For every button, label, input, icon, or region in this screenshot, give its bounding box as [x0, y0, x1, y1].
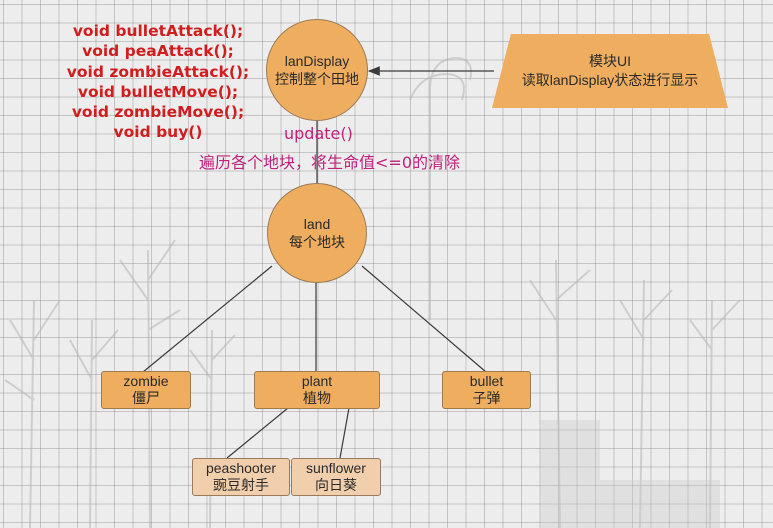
- node-landisplay[interactable]: lanDisplay 控制整个田地: [266, 19, 368, 121]
- node-land-title: land: [303, 216, 331, 232]
- node-sunflower-subtitle: 向日葵: [315, 477, 357, 493]
- node-module-ui-subtitle: 读取lanDisplay状态进行显示: [521, 72, 699, 88]
- method-item: void zombieAttack();: [66, 62, 250, 81]
- node-plant[interactable]: plant 植物: [254, 371, 380, 409]
- node-bullet-title: bullet: [469, 373, 504, 389]
- node-landisplay-title: lanDisplay: [284, 53, 350, 69]
- update-description: 遍历各个地块，将生命值<=0的清除: [199, 153, 460, 172]
- node-sunflower-title: sunflower: [306, 460, 366, 476]
- edge-plant-to-sunflower: [339, 407, 350, 459]
- method-list: void bulletAttack();void peaAttack();voi…: [48, 21, 268, 143]
- method-item: void zombieMove();: [71, 103, 245, 122]
- node-plant-subtitle: 植物: [303, 390, 331, 406]
- node-bullet[interactable]: bullet 子弹: [442, 371, 531, 409]
- node-peashooter[interactable]: peashooter 豌豆射手: [192, 458, 290, 496]
- method-item: void bulletMove();: [77, 82, 239, 101]
- node-peashooter-subtitle: 豌豆射手: [213, 477, 269, 493]
- node-sunflower[interactable]: sunflower 向日葵: [291, 458, 381, 496]
- node-peashooter-title: peashooter: [205, 460, 277, 476]
- node-zombie-subtitle: 僵尸: [132, 390, 160, 406]
- node-bullet-subtitle: 子弹: [472, 390, 501, 406]
- node-plant-title: plant: [301, 373, 333, 389]
- edge-land-to-zombie: [142, 265, 273, 373]
- edge-land-to-bullet: [361, 265, 487, 373]
- method-item: void buy(): [113, 123, 203, 142]
- node-land-subtitle: 每个地块: [289, 234, 345, 250]
- update-label: update(): [284, 124, 353, 143]
- method-item: void peaAttack();: [82, 42, 234, 61]
- edge-plant-to-peashooter: [226, 407, 289, 459]
- node-module-ui[interactable]: 模块UI 读取lanDisplay状态进行显示: [492, 34, 728, 108]
- node-landisplay-subtitle: 控制整个田地: [275, 71, 359, 87]
- method-item: void bulletAttack();: [72, 22, 244, 40]
- node-land[interactable]: land 每个地块: [267, 183, 367, 283]
- node-zombie-title: zombie: [123, 373, 169, 389]
- node-zombie[interactable]: zombie 僵尸: [101, 371, 191, 409]
- node-module-ui-title: 模块UI: [589, 53, 631, 69]
